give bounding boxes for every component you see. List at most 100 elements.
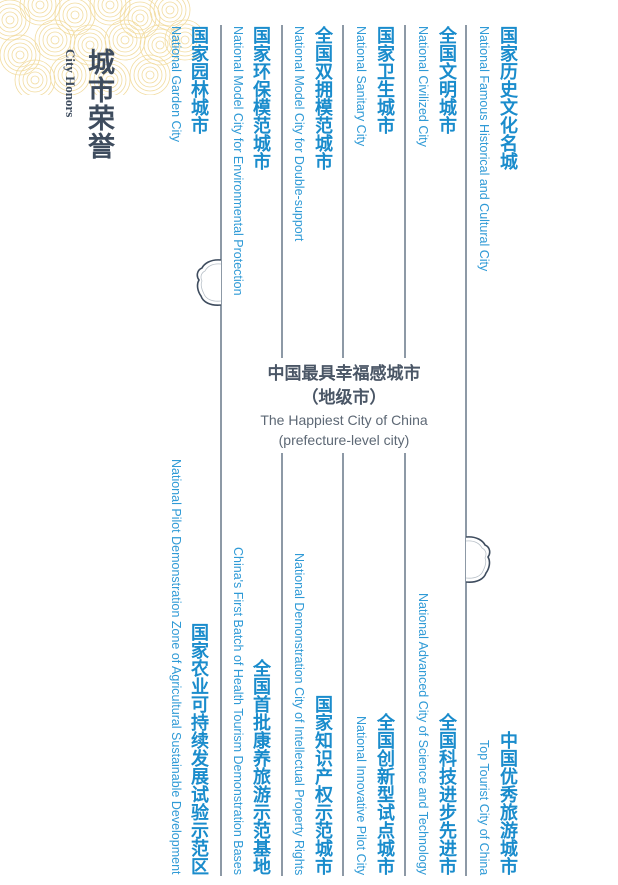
deco-circle bbox=[97, 67, 123, 93]
divider-line bbox=[342, 453, 344, 876]
divider-line bbox=[404, 453, 406, 876]
deco-circle bbox=[14, 59, 56, 95]
deco-circle bbox=[54, 0, 96, 36]
deco-circle bbox=[168, 23, 200, 57]
deco-circle bbox=[112, 27, 138, 53]
deco-circle bbox=[153, 0, 187, 27]
deco-circle bbox=[131, 9, 149, 27]
honor-title-cn: 国家知识产权示范城市 bbox=[312, 695, 333, 875]
deco-circle bbox=[105, 75, 115, 85]
deco-circle bbox=[50, 35, 60, 45]
divider-line bbox=[404, 25, 406, 358]
honor-title-cn: 国家卫生城市 bbox=[374, 26, 395, 134]
deco-circle bbox=[26, 71, 44, 89]
honor-title-cn: 国家环保模范城市 bbox=[250, 26, 271, 170]
deco-circle bbox=[0, 34, 41, 76]
deco-circle bbox=[58, 0, 92, 32]
deco-circle bbox=[149, 0, 191, 31]
deco-circle bbox=[147, 32, 173, 58]
deco-circle bbox=[129, 54, 171, 95]
deco-circle bbox=[141, 66, 159, 84]
deco-circle bbox=[61, 66, 79, 84]
deco-circle bbox=[22, 67, 48, 93]
deco-circle bbox=[143, 28, 177, 62]
honor-title-cn: 全国创新型试点城市 bbox=[374, 713, 395, 875]
deco-circle bbox=[35, 0, 45, 10]
honor-title-cn: 中国优秀旅游城市 bbox=[497, 731, 518, 875]
honor-title-en-note: (prefecture-level city) bbox=[278, 432, 410, 448]
deco-circle bbox=[57, 62, 83, 88]
honor-title-en: The Happiest City of China bbox=[260, 412, 428, 428]
decorative-circles bbox=[0, 0, 200, 95]
deco-circle bbox=[101, 71, 119, 89]
section-title-cn: 城市荣誉 bbox=[83, 48, 114, 160]
deco-circle bbox=[155, 40, 165, 50]
section-title-en: City Honors bbox=[63, 49, 78, 118]
divider-line bbox=[342, 25, 344, 358]
deco-circle bbox=[85, 40, 95, 50]
honor-title-cn: 国家农业可持续发展试验示范区 bbox=[188, 623, 209, 875]
deco-circle bbox=[133, 58, 167, 92]
deco-circle bbox=[172, 27, 198, 53]
deco-circle bbox=[31, 0, 49, 14]
honor-title-en: National Model City for Double-support bbox=[292, 26, 306, 242]
cloud-ornament bbox=[196, 259, 222, 306]
deco-circle bbox=[62, 2, 88, 28]
honor-title-en: National Garden City bbox=[169, 26, 183, 143]
deco-circle bbox=[1, 11, 19, 29]
deco-circle bbox=[120, 35, 130, 45]
honor-title-cn: 国家历史文化名城 bbox=[497, 26, 518, 170]
honor-title-en: Top Tourist City of China bbox=[477, 739, 491, 875]
deco-circle bbox=[137, 62, 163, 88]
deco-circle bbox=[19, 0, 61, 26]
deco-circle bbox=[164, 19, 200, 61]
honor-title-en: National Innovative Pilot City bbox=[354, 715, 368, 875]
deco-circle bbox=[161, 1, 179, 19]
deco-circle bbox=[70, 10, 80, 20]
deco-circle bbox=[81, 36, 99, 54]
divider-line bbox=[281, 453, 283, 876]
deco-circle bbox=[66, 6, 84, 24]
deco-circle bbox=[3, 38, 37, 72]
honor-title-cn: 全国文明城市 bbox=[436, 26, 457, 134]
deco-circle bbox=[23, 0, 57, 22]
honor-title-en: National Advanced City of Science and Te… bbox=[416, 593, 430, 875]
deco-circle bbox=[15, 50, 25, 60]
deco-circle bbox=[30, 75, 40, 85]
deco-circle bbox=[0, 3, 27, 37]
deco-circle bbox=[151, 36, 169, 54]
deco-circle bbox=[77, 32, 103, 58]
honor-title-en: National Model City for Environmental Pr… bbox=[231, 26, 245, 296]
deco-circle bbox=[176, 31, 194, 49]
honor-title-en: National Sanitary City bbox=[354, 26, 368, 147]
deco-circle bbox=[46, 31, 64, 49]
divider-line bbox=[465, 25, 467, 876]
divider-line bbox=[220, 25, 222, 876]
deco-circle bbox=[135, 13, 145, 23]
deco-circle bbox=[53, 58, 87, 92]
honor-title-en: China's First Batch of Health Tourism De… bbox=[231, 547, 245, 875]
honor-title-cn: 中国最具幸福感城市 bbox=[267, 364, 421, 384]
honor-title-en: National Demonstration City of Intellect… bbox=[292, 552, 306, 875]
deco-circle bbox=[180, 35, 190, 45]
honor-title-cn: 全国首批康养旅游示范基地 bbox=[250, 659, 271, 875]
deco-circle bbox=[5, 15, 15, 25]
center-honor: 中国最具幸福感城市 （地级市） The Happiest City of Chi… bbox=[223, 362, 465, 450]
deco-circle bbox=[123, 1, 157, 35]
deco-circle bbox=[27, 0, 53, 18]
deco-circle bbox=[157, 0, 183, 23]
deco-circle bbox=[139, 24, 181, 66]
deco-circle bbox=[0, 0, 31, 41]
deco-circle bbox=[101, 0, 119, 14]
deco-circle bbox=[11, 46, 29, 64]
divider-line bbox=[281, 25, 283, 358]
honor-title-cn: 全国双拥模范城市 bbox=[312, 26, 333, 170]
deco-circle bbox=[165, 5, 175, 15]
deco-circle bbox=[42, 27, 68, 53]
deco-circle bbox=[105, 0, 115, 10]
deco-circle bbox=[93, 0, 127, 22]
deco-circle bbox=[0, 7, 23, 33]
deco-circle bbox=[97, 0, 123, 18]
deco-circle bbox=[89, 59, 131, 95]
deco-circle bbox=[65, 70, 75, 80]
